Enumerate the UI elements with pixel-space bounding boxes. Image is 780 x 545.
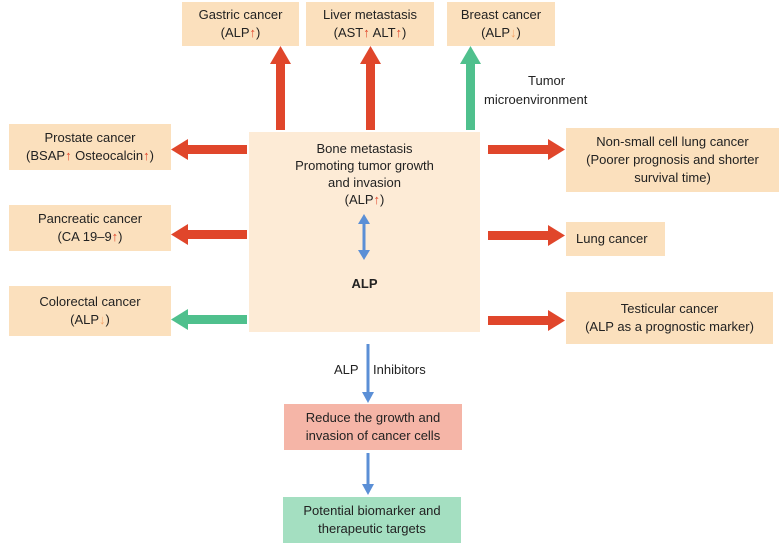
center-line-2: Promoting tumor growth [295,158,434,173]
colorectal-cancer-node: Colorectal cancer (ALP↓) [9,286,171,336]
gastric-cancer-node: Gastric cancer (ALP↑) [182,2,299,46]
prostate-cancer-node: Prostate cancer (BSAP↑ Osteocalcin↑) [9,124,171,170]
inhibitors-label-b: Inhibitors [373,362,426,377]
tumor-env-line-2: microenvironment [484,92,588,107]
reduce-line-2: invasion of cancer cells [305,428,441,443]
arrow-to-nsclc [488,139,565,160]
center-text: Bone metastasis Promoting tumor growth a… [249,140,480,208]
liver-metastasis-marker: (AST↑ ALT↑) [333,25,407,40]
potential-line-1: Potential biomarker and [303,503,441,518]
reduce-line-1: Reduce the growth and [305,410,441,425]
breast-cancer-marker: (ALP↓) [481,25,521,40]
testicular-cancer-node: Testicular cancer (ALP as a prognostic m… [566,292,773,344]
lung-cancer-node: Lung cancer [566,222,665,256]
arrow-to-potential [362,453,374,495]
pancreatic-cancer-label: Pancreatic cancer [37,211,143,226]
arrow-to-prostate [171,139,247,160]
alp-label: ALP [351,276,378,291]
nsclc-line-3: survival time) [634,170,711,185]
testicular-cancer-label: Testicular cancer [620,301,719,316]
potential-line-2: therapeutic targets [318,521,426,536]
nsclc-line-2: (Poorer prognosis and shorter [586,152,759,167]
center-line-1: Bone metastasis [316,141,413,156]
inhibitors-label-a: ALP [334,362,359,377]
tumor-env-line-1: Tumor [528,73,566,88]
colorectal-cancer-marker: (ALP↓) [70,312,110,327]
double-arrow-center [358,214,370,260]
gastric-cancer-marker: (ALP↑) [220,25,261,40]
arrow-to-pancreatic [171,224,247,245]
arrow-to-breast [460,46,481,130]
arrow-to-lung [488,225,565,246]
nsclc-line-1: Non-small cell lung cancer [596,134,749,149]
center-line-4: (ALP↑) [344,192,385,207]
potential-biomarker-node: Potential biomarker and therapeutic targ… [283,497,461,543]
lung-cancer-label: Lung cancer [576,231,648,246]
arrow-to-gastric [270,46,291,130]
pancreatic-cancer-marker: (CA 19–9↑) [57,229,123,244]
colorectal-cancer-label: Colorectal cancer [39,294,141,309]
arrow-to-colorectal [171,309,247,330]
breast-cancer-node: Breast cancer (ALP↓) [447,2,555,46]
breast-cancer-label: Breast cancer [460,7,542,22]
nsclc-node: Non-small cell lung cancer (Poorer progn… [566,128,779,192]
prostate-cancer-marker: (BSAP↑ Osteocalcin↑) [26,148,154,163]
arrow-to-reduce [362,344,374,403]
pancreatic-cancer-node: Pancreatic cancer (CA 19–9↑) [9,205,171,251]
center-line-3: and invasion [328,175,401,190]
testicular-cancer-marker: (ALP as a prognostic marker) [585,319,754,334]
prostate-cancer-label: Prostate cancer [44,130,136,145]
gastric-cancer-label: Gastric cancer [198,7,283,22]
reduce-growth-node: Reduce the growth and invasion of cancer… [284,404,462,450]
arrow-to-liver [360,46,381,130]
arrow-to-testicular [488,310,565,331]
liver-metastasis-node: Liver metastasis (AST↑ ALT↑) [306,2,434,46]
liver-metastasis-label: Liver metastasis [323,7,417,22]
